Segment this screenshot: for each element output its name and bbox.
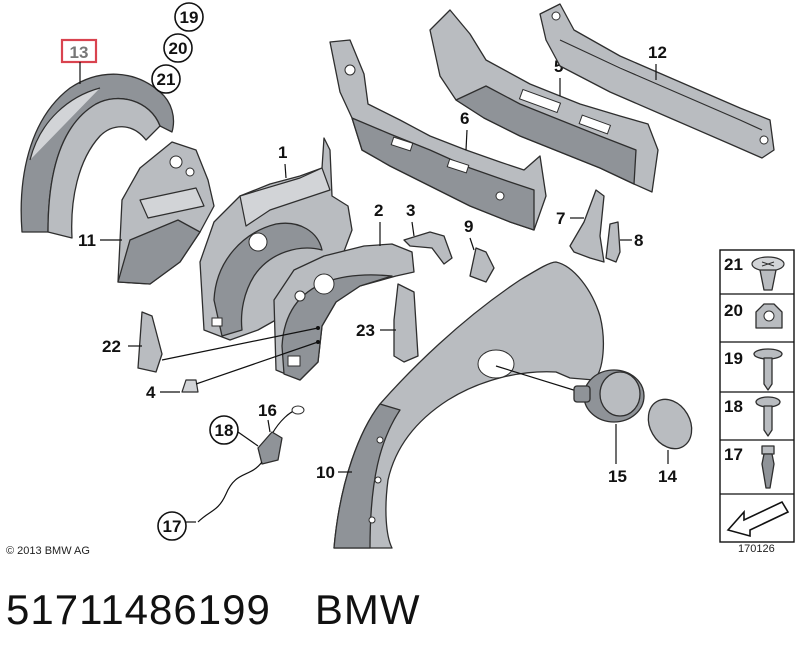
part-10-side-panel[interactable] xyxy=(333,261,604,549)
part-number: 51711486199 xyxy=(6,586,271,633)
callout-6[interactable]: 6 xyxy=(460,109,469,151)
callout-1[interactable]: 1 xyxy=(278,143,287,179)
callout-11[interactable]: 11 xyxy=(78,231,122,250)
leader-10-to-15 xyxy=(495,365,581,393)
svg-text:21: 21 xyxy=(724,255,743,274)
svg-text:6: 6 xyxy=(460,109,469,128)
legend-row-20[interactable]: 20 xyxy=(724,301,783,329)
callout-22[interactable]: 22 xyxy=(102,337,142,356)
callout-2[interactable]: 2 xyxy=(374,201,383,246)
callout-8[interactable]: 8 xyxy=(620,231,643,250)
svg-text:15: 15 xyxy=(608,467,627,486)
brand-name: BMW xyxy=(314,586,421,633)
callout-10[interactable]: 10 xyxy=(316,463,352,482)
svg-text:3: 3 xyxy=(406,201,415,220)
callout-7[interactable]: 7 xyxy=(556,209,584,228)
part-7-bracket[interactable] xyxy=(569,189,605,263)
callout-16[interactable]: 16 xyxy=(258,401,277,433)
callout-9[interactable]: 9 xyxy=(464,217,475,251)
legend-row-21[interactable]: 21 xyxy=(724,255,785,291)
callout-13[interactable]: 13 xyxy=(60,38,98,84)
callout-21[interactable]: 21 xyxy=(151,64,181,94)
part-caption: 51711486199 BMW xyxy=(6,586,420,656)
leader-4-to-2 xyxy=(195,341,319,385)
svg-text:14: 14 xyxy=(658,467,677,486)
svg-text:20: 20 xyxy=(724,301,743,320)
svg-text:4: 4 xyxy=(146,383,156,402)
svg-text:19: 19 xyxy=(724,349,743,368)
diagram-id: 170126 xyxy=(738,543,775,555)
part-23-plate[interactable] xyxy=(393,283,419,363)
callout-14[interactable]: 14 xyxy=(658,450,677,486)
svg-text:18: 18 xyxy=(215,421,234,440)
part-9-bracket[interactable] xyxy=(469,247,495,283)
callout-17[interactable]: 17 xyxy=(157,511,196,541)
callout-4[interactable]: 4 xyxy=(146,383,180,402)
part-11-inner-panel[interactable] xyxy=(117,141,215,285)
svg-text:11: 11 xyxy=(78,231,96,250)
part-3-bracket[interactable] xyxy=(403,231,453,265)
svg-text:17: 17 xyxy=(163,517,182,536)
leader-dot xyxy=(316,340,320,344)
svg-text:2: 2 xyxy=(374,201,383,220)
svg-text:10: 10 xyxy=(316,463,335,482)
callout-18[interactable]: 18 xyxy=(209,415,259,447)
legend-row-19[interactable]: 19 xyxy=(724,348,783,391)
svg-text:18: 18 xyxy=(724,397,743,416)
svg-text:7: 7 xyxy=(556,209,565,228)
svg-text:21: 21 xyxy=(157,70,176,89)
callout-5[interactable]: 5 xyxy=(554,57,563,96)
leader-22-to-2 xyxy=(161,327,319,361)
part-14-fuel-flap[interactable] xyxy=(640,391,701,456)
part-15-fuel-filler-housing[interactable] xyxy=(573,369,645,423)
callout-19[interactable]: 19 xyxy=(174,2,204,32)
svg-text:1: 1 xyxy=(278,143,287,162)
part-22-bracket[interactable] xyxy=(137,311,163,373)
legend-row-17[interactable]: 17 xyxy=(724,445,775,489)
svg-text:17: 17 xyxy=(724,445,743,464)
svg-text:22: 22 xyxy=(102,337,121,356)
part-12-bumper-bracket[interactable] xyxy=(539,3,775,159)
callout-12[interactable]: 12 xyxy=(648,43,667,80)
svg-text:9: 9 xyxy=(464,217,473,236)
callout-3[interactable]: 3 xyxy=(406,201,415,237)
part-2-wheel-housing-outer[interactable] xyxy=(273,243,415,381)
part-6-rear-panel[interactable] xyxy=(329,39,547,231)
callout-23[interactable]: 23 xyxy=(356,321,396,340)
part-4-clip[interactable] xyxy=(181,379,199,393)
callout-20[interactable]: 20 xyxy=(163,33,193,63)
svg-text:8: 8 xyxy=(634,231,643,250)
svg-text:13: 13 xyxy=(70,43,89,62)
svg-text:5: 5 xyxy=(554,57,563,76)
svg-text:19: 19 xyxy=(180,8,199,27)
legend-row-18[interactable]: 18 xyxy=(724,396,781,437)
callout-15[interactable]: 15 xyxy=(608,424,627,486)
fastener-legend: 21 20 19 18 17 170126 xyxy=(719,249,795,555)
svg-text:23: 23 xyxy=(356,321,375,340)
copyright-text: © 2013 BMW AG xyxy=(6,545,90,557)
svg-text:16: 16 xyxy=(258,401,277,420)
part-5-cross-member[interactable] xyxy=(429,9,659,193)
leader-dot xyxy=(316,326,320,330)
part-16-release-cable[interactable] xyxy=(197,405,305,523)
arrow-icon xyxy=(726,500,790,538)
part-8-bracket[interactable] xyxy=(605,221,621,263)
svg-text:12: 12 xyxy=(648,43,667,62)
svg-text:20: 20 xyxy=(169,39,188,58)
part-13-wheel-arch-liner[interactable] xyxy=(20,73,175,239)
